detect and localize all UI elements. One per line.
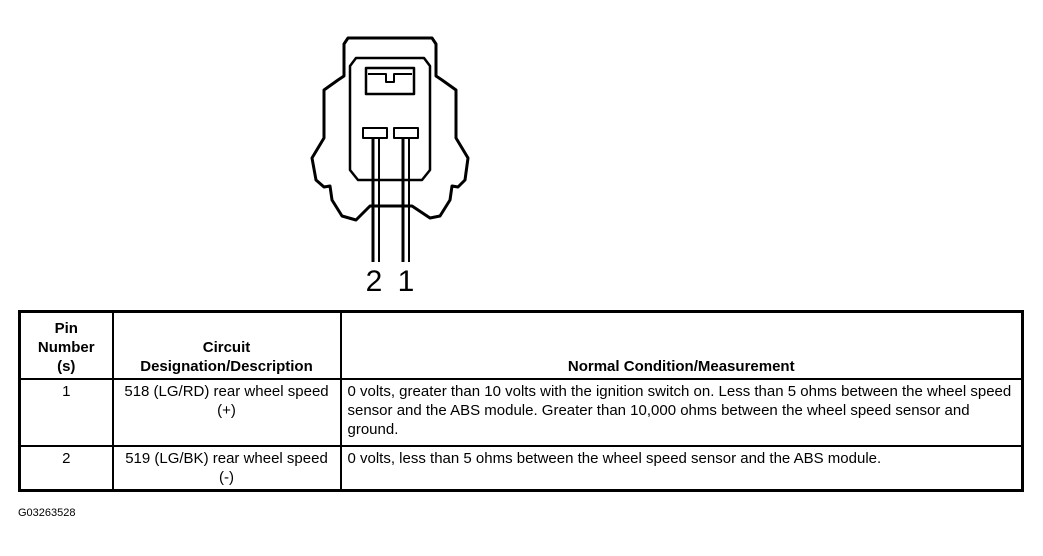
pin-2-cavity (362, 127, 388, 139)
connector-diagram: 2 1 (310, 36, 470, 298)
locking-tab-notch (368, 73, 412, 83)
pinout-table: Pin Number (s) Circuit Designation/Descr… (18, 310, 1024, 492)
pin-label-1: 1 (398, 265, 415, 298)
connector-inner-shell (348, 56, 432, 182)
table-header-row: Pin Number (s) Circuit Designation/Descr… (18, 310, 1024, 380)
pin-label-2: 2 (366, 265, 383, 298)
table-row: 1 518 (LG/RD) rear wheel speed (+) 0 vol… (18, 378, 1024, 447)
pin-number-cell: 1 (18, 378, 114, 447)
connector-housing (310, 36, 470, 222)
locking-tab (364, 66, 416, 96)
pin-number-cell: 2 (18, 445, 114, 492)
circuit-cell: 519 (LG/BK) rear wheel speed (-) (111, 445, 342, 492)
circuit-cell: 518 (LG/RD) rear wheel speed (+) (111, 378, 342, 447)
header-circuit: Circuit Designation/Description (111, 310, 342, 380)
figure-code: G03263528 (18, 507, 76, 519)
header-pin-number: Pin Number (s) (18, 310, 114, 380)
pin-1-cavity (393, 127, 419, 139)
table-row: 2 519 (LG/BK) rear wheel speed (-) 0 vol… (18, 445, 1024, 492)
measurement-cell: 0 volts, greater than 10 volts with the … (339, 378, 1024, 447)
measurement-cell: 0 volts, less than 5 ohms between the wh… (339, 445, 1024, 492)
header-measurement: Normal Condition/Measurement (339, 310, 1024, 380)
